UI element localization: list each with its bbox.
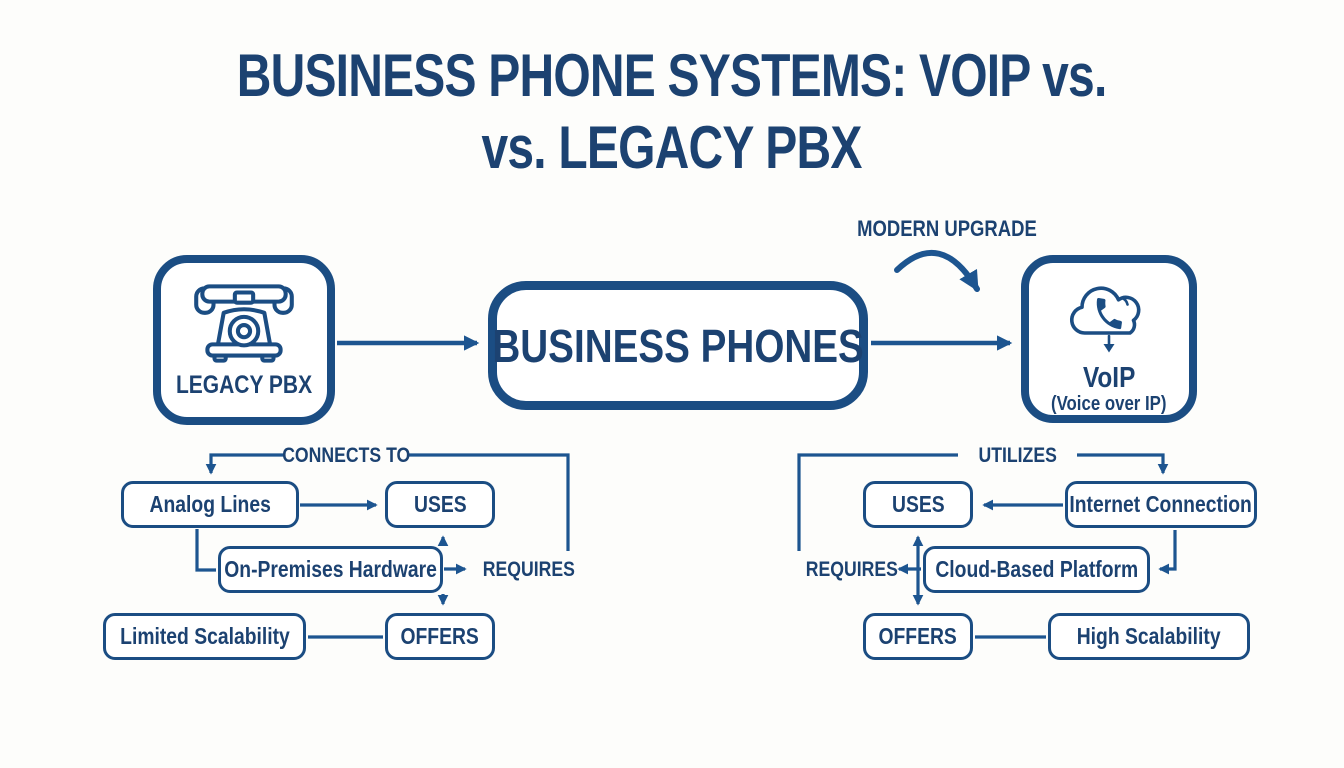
voip-sublabel: (Voice over IP)	[1051, 393, 1167, 415]
offers-node-left: OFFERS	[385, 613, 495, 660]
business-phones-box: BUSINESS PHONES	[488, 281, 868, 410]
analog-lines-node: Analog Lines	[121, 481, 299, 528]
cloud-based-platform-node: Cloud-Based Platform	[923, 546, 1150, 593]
requires-label-right: REQUIRES	[805, 558, 898, 581]
page-title-line1: BUSINESS PHONE SYSTEMS: VOIP vs.	[237, 42, 1108, 109]
uses-node-right: USES	[863, 481, 973, 528]
modern-upgrade-label: MODERN UPGRADE	[857, 216, 1037, 241]
legacy-pbx-label: LEGACY PBX	[175, 371, 313, 399]
requires-label-left: REQUIRES	[482, 558, 575, 581]
legacy-pbx-box: LEGACY PBX	[153, 255, 335, 425]
high-scalability-node: High Scalability	[1048, 613, 1250, 660]
connects-to-label: CONNECTS TO	[281, 444, 411, 467]
business-phones-label: BUSINESS PHONES	[492, 319, 864, 372]
voip-label: VoIP	[1082, 362, 1136, 394]
page-title-line2: vs. LEGACY PBX	[481, 114, 863, 181]
voip-box: VoIP (Voice over IP)	[1021, 255, 1197, 423]
utilizes-label: UTILIZES	[978, 444, 1058, 467]
rotary-phone-icon	[194, 284, 294, 363]
limited-scalability-node: Limited Scalability	[103, 613, 306, 660]
on-premises-hardware-node: On-Premises Hardware	[218, 546, 443, 593]
internet-connection-node: Internet Connection	[1065, 481, 1257, 528]
uses-node-left: USES	[385, 481, 495, 528]
cloud-phone-icon	[1069, 286, 1141, 353]
offers-node-right: OFFERS	[863, 613, 973, 660]
